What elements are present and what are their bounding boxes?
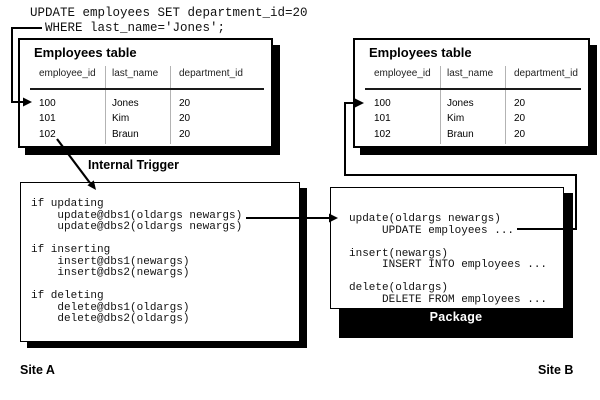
cell-department-id: 20 [179,113,191,124]
site-b-label: Site B [538,363,574,377]
cell-last-name: Kim [112,113,130,124]
cell-department-id: 20 [514,98,526,109]
column-header: department_id [179,68,243,79]
site-a-table-title: Employees table [34,45,137,60]
table-row: 101 Kim 20 [355,113,588,124]
cell-department-id: 20 [514,113,526,124]
column-header: employee_id [374,68,431,79]
site-a-table-header: employee_id last_name department_id [20,68,271,79]
table-row: 100 Jones 20 [20,98,271,109]
cell-last-name: Jones [447,98,474,109]
trigger-code: if updating update@dbs1(oldargs newargs)… [31,198,243,325]
site-b-table-header: employee_id last_name department_id [355,68,588,79]
cell-employee-id: 101 [39,113,56,124]
cell-department-id: 20 [179,128,191,140]
site-b-table-title: Employees table [369,45,472,60]
site-a-employees-table: Employees table employee_id last_name de… [18,38,273,148]
table-row: 102 Braun 20 [20,129,271,140]
cell-employee-id: 100 [374,98,391,109]
column-header: last_name [112,68,159,79]
cell-employee-id: 102 [374,128,391,140]
site-a-label: Site A [20,363,55,377]
cell-last-name: Braun [112,128,139,140]
package-code: update(oldargs newargs) UPDATE employees… [349,213,548,306]
cell-employee-id: 102 [39,128,56,140]
site-b-employees-table: Employees table employee_id last_name de… [353,38,590,148]
table-row: 100 Jones 20 [355,98,588,109]
package-label: Package [429,310,483,324]
column-header: employee_id [39,68,96,79]
table-row: 102 Braun 20 [355,129,588,140]
cell-department-id: 20 [179,98,191,109]
cell-last-name: Kim [447,113,465,124]
cell-last-name: Braun [447,128,474,140]
table-row: 101 Kim 20 [20,113,271,124]
internal-trigger-box: if updating update@dbs1(oldargs newargs)… [20,182,300,342]
package-box: update(oldargs newargs) UPDATE employees… [330,187,564,309]
column-header: last_name [447,68,494,79]
header-rule [30,88,264,90]
internal-trigger-label: Internal Trigger [88,158,179,172]
sql-line-1: UPDATE employees SET department_id=20 [30,6,308,20]
header-rule [365,88,581,90]
column-header: department_id [514,68,578,79]
sql-statement: UPDATE employees SET department_id=20 WH… [30,6,308,36]
column-separator [170,66,171,144]
column-separator [105,66,106,144]
cell-employee-id: 100 [39,98,56,109]
cell-department-id: 20 [514,128,526,140]
cell-last-name: Jones [112,98,139,109]
sql-line-2: WHERE last_name='Jones'; [30,21,226,35]
cell-employee-id: 101 [374,113,391,124]
